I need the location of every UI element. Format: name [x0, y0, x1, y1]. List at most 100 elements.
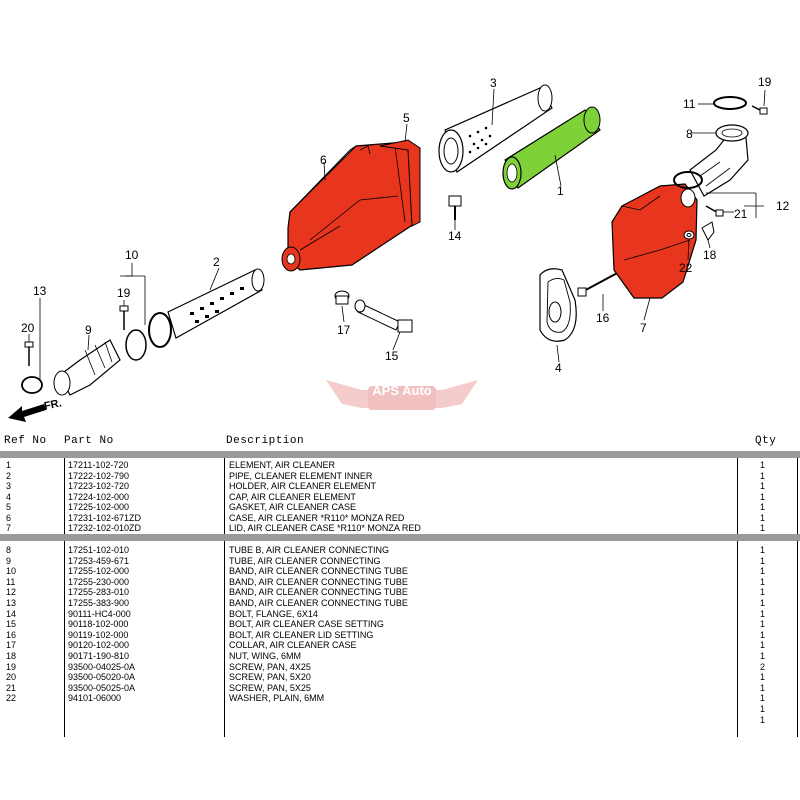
- callout-labels: 1 2 3 4 5 6 7 8 9 10 11 12 13 14 15 16 1…: [21, 75, 790, 375]
- header-ref-no: Ref No: [4, 435, 47, 447]
- callout-7: 7: [640, 321, 647, 335]
- callout-13: 13: [33, 284, 47, 298]
- qty-cell: 1: [760, 481, 766, 491]
- part-no-cell: 17224-102-000: [68, 491, 130, 502]
- part-6-air-cleaner-case: [281, 141, 418, 272]
- description-cell: LID, AIR CLEANER CASE *R110* MONZA RED: [229, 523, 421, 533]
- callout-20: 20: [21, 321, 35, 335]
- qty-cell: 1: [760, 491, 766, 502]
- table-row: 11 17255-230-000 BAND, AIR CLEANER CONNECT…: [0, 577, 800, 587]
- watermark-logo: APS Auto: [322, 374, 482, 418]
- part-22-washer: [683, 230, 695, 240]
- qty-cell: 1: [760, 512, 766, 523]
- callout-15: 15: [385, 349, 399, 363]
- front-direction-arrow: [8, 404, 46, 422]
- description-cell: BAND, AIR CLEANER CONNECTING TUBE: [229, 587, 408, 598]
- ref-cell: 9: [6, 555, 12, 566]
- description-cell: GASKET, AIR CLEANER CASE: [229, 502, 357, 512]
- qty-cell: 1: [760, 545, 766, 555]
- part-no-cell: 17255-230-000: [68, 576, 130, 587]
- qty-cell: 1: [760, 619, 766, 630]
- description-cell: COLLAR, AIR CLEANER CASE: [229, 640, 357, 651]
- description-cell: HOLDER, AIR CLEANER ELEMENT: [229, 481, 377, 491]
- ref-cell: 22: [6, 693, 17, 704]
- description-cell: BAND, AIR CLEANER CONNECTING TUBE: [229, 576, 408, 587]
- callout-11: 11: [683, 97, 696, 111]
- qty-cell: 1: [760, 682, 766, 693]
- callout-3: 3: [490, 76, 497, 90]
- part-no-cell: 17231-102-671ZD: [68, 512, 142, 523]
- description-cell: SCREW, PAN, 5X25: [229, 682, 311, 693]
- callout-6: 6: [320, 153, 327, 167]
- qty-cell: 1: [760, 598, 766, 608]
- part-20-screw: [24, 341, 34, 366]
- description-cell: TUBE, AIR CLEANER CONNECTING: [229, 555, 381, 566]
- part-11-band: [713, 96, 747, 110]
- ref-cell: 18: [6, 651, 17, 661]
- ref-cell: 12: [6, 587, 17, 598]
- part-14-flange-bolt: [448, 195, 462, 220]
- part-no-cell: 90119-102-000: [68, 629, 129, 640]
- part-3-element-holder: [438, 84, 553, 173]
- callout-22: 22: [679, 261, 693, 275]
- col-divider: [64, 458, 65, 534]
- part-no-cell: 94101-06000: [68, 693, 122, 704]
- table-row-extra: 1: [0, 715, 800, 725]
- col-divider: [224, 541, 225, 737]
- part-13-band: [21, 376, 43, 394]
- callout-1: 1: [557, 184, 564, 198]
- part-no-cell: 17232-102-010ZD: [68, 523, 142, 533]
- callout-2: 2: [213, 255, 220, 269]
- table-row-extra: 1: [0, 704, 800, 714]
- ref-cell: 7: [6, 523, 12, 533]
- col-divider: [737, 541, 738, 737]
- description-cell: PIPE, CLEANER ELEMENT INNER: [229, 470, 373, 481]
- description-cell: BAND, AIR CLEANER CONNECTING TUBE: [229, 598, 408, 608]
- ref-cell: 1: [6, 460, 12, 470]
- ref-cell: 5: [6, 502, 12, 512]
- header-qty: Qty: [755, 435, 777, 447]
- qty-cell: 1: [760, 693, 766, 704]
- part-19-screw-right: [751, 105, 768, 115]
- part-no-cell: 17251-102-010: [68, 545, 130, 555]
- qty-cell: 1: [760, 629, 766, 640]
- ref-cell: 21: [6, 682, 17, 693]
- callout-5: 5: [403, 111, 410, 125]
- part-no-cell: 90111-HC4-000: [68, 608, 131, 619]
- header-description: Description: [226, 435, 305, 447]
- callout-16: 16: [596, 311, 610, 325]
- col-divider: [797, 458, 798, 534]
- description-cell: TUBE B, AIR CLEANER CONNECTING: [229, 545, 390, 555]
- part-7-air-cleaner-lid: [611, 183, 698, 299]
- callout-4: 4: [555, 361, 562, 375]
- callout-14: 14: [448, 229, 462, 243]
- description-cell: NUT, WING, 6MM: [229, 651, 301, 661]
- part-no-cell: 17255-383-900: [68, 598, 130, 608]
- qty-cell: 1: [760, 576, 766, 587]
- part-12-band: [673, 171, 703, 189]
- qty-cell: 1: [760, 640, 766, 651]
- ref-cell: 11: [6, 576, 16, 587]
- qty-cell: 1: [760, 470, 766, 481]
- part-10-band: [125, 312, 172, 361]
- ref-cell: 17: [6, 640, 17, 651]
- part-no-cell: 90118-102-000: [68, 619, 129, 630]
- description-cell: BOLT, FLANGE, 6X14: [229, 608, 318, 619]
- part-17-collar: [334, 290, 350, 305]
- qty-cell: 1: [760, 714, 766, 725]
- part-1-air-cleaner-element: [502, 106, 601, 190]
